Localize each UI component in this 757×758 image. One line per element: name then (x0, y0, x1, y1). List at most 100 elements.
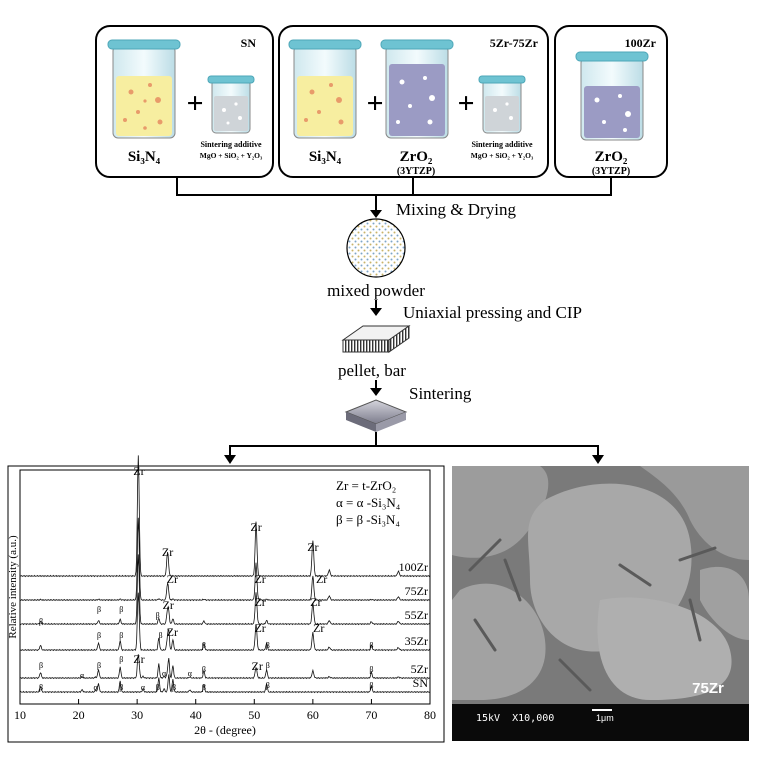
arrow-icon (370, 388, 382, 396)
panel-zr-tag: 100Zr (625, 36, 657, 50)
sem-grain (700, 566, 749, 640)
xrd-peak-label: β (97, 661, 101, 670)
xrd-peak-label: α (162, 669, 167, 678)
xrd-peak-label: Zr (254, 621, 265, 635)
panel-mid-label2-sub: (3YTZP) (397, 166, 435, 177)
xrd-plot-area (19, 469, 431, 705)
xrd-peak-label: Zr (316, 572, 327, 586)
panel-sn-main-label: Si₃N₄ (128, 149, 161, 165)
xrd-curve (19, 674, 431, 694)
xrd-peak-label: β (119, 605, 123, 614)
xrd-peak-label: β (156, 611, 160, 620)
xrd-tick-label: 70 (365, 708, 377, 722)
xrd-tick-label: 60 (307, 708, 319, 722)
xrd-peak-label: α (80, 671, 85, 680)
xrd-peak-label: Zr (313, 621, 324, 635)
additive-beaker-icon (207, 75, 255, 134)
xrd-curve (19, 455, 431, 578)
xrd-peak-label: β (202, 665, 206, 674)
xrd-curve (19, 654, 431, 680)
zro2-beaker-icon (575, 51, 649, 141)
xrd-peak-label: Zr (167, 625, 178, 639)
xrd-peak-label: Zr (163, 598, 174, 612)
panel-mid-additive-formula: MgO + SiO₂ + Y₂O₃ (471, 151, 534, 160)
xrd-peak-label: α (188, 669, 193, 678)
sem-grain (452, 583, 546, 700)
xrd-tick-label: 30 (131, 708, 143, 722)
xrd-peak-label: β (97, 605, 101, 614)
flow-connectors (176, 177, 612, 213)
plus-icon: + (186, 87, 203, 120)
xrd-peak-label: β (369, 665, 373, 674)
xrd-curves (19, 455, 431, 694)
xrd-curve-name: 75Zr (405, 584, 428, 598)
xrd-tick-label: 80 (424, 708, 436, 722)
sem-grain (597, 597, 732, 700)
sem-grain (452, 466, 549, 558)
xrd-tick-label: 20 (73, 708, 85, 722)
step-mixing: Mixing & Drying (396, 200, 516, 219)
xrd-peak-label: β (369, 681, 373, 690)
xrd-peak-label: Zr (310, 595, 321, 609)
xrd-peak-label: Zr (252, 659, 263, 673)
xrd-ticks: 10 20 30 40 50 60 70 80 (14, 699, 436, 722)
xrd-peak-label: β (202, 683, 206, 692)
xrd-tick-label: 50 (248, 708, 260, 722)
xrd-peak-label: β (266, 661, 270, 670)
panel-sn-additive-formula: MgO + SiO₂ + Y₂O₃ (200, 151, 263, 160)
panel-mid-tag: 5Zr-75Zr (490, 36, 539, 50)
xrd-legend-3: β = β -Si₃N₄ (336, 512, 400, 527)
xrd-peak-label: β (266, 641, 270, 650)
sem-grain (640, 466, 749, 560)
xrd-peak-label: β (39, 683, 43, 692)
panel-sn-additive-title: Sintering additive (200, 140, 262, 149)
plus-icon: + (457, 87, 474, 120)
arrow-icon (224, 455, 236, 464)
panel-zr-label-sub: (3YTZP) (592, 166, 630, 177)
panel-mid-label2: ZrO₂ (400, 149, 433, 165)
step-pressing: Uniaxial pressing and CIP (403, 303, 582, 322)
xrd-peak-label: Zr (133, 464, 144, 478)
xrd-peak-label: β (119, 655, 123, 664)
xrd-tick-label: 40 (190, 708, 202, 722)
xrd-peak-label: β (202, 641, 206, 650)
xrd-curve-name: SN (413, 676, 429, 690)
xrd-peak-label: β (39, 661, 43, 670)
beaker-icon (107, 39, 181, 139)
step-powder: mixed powder (327, 281, 425, 300)
xrd-peak-label: Zr (250, 520, 261, 534)
xrd-peak-label: β (97, 631, 101, 640)
split-connector (229, 432, 599, 458)
xrd-peak-label: Zr (254, 595, 265, 609)
sem-info-text: 15kV X10,000 (476, 713, 554, 724)
xrd-peak-label: β (159, 631, 163, 640)
panel-mid-label1: Si₃N₄ (309, 149, 342, 165)
panel-mid: 5Zr-75Zr + + Si₃N₄ ZrO₂ (3YTZP) (278, 25, 549, 178)
sem-rods (468, 538, 717, 692)
panel-mid-additive-title: Sintering additive (471, 140, 533, 149)
xrd-peak-label: β (39, 617, 43, 626)
panel-sn-frame (95, 25, 274, 178)
panel-sn-tag: SN (241, 36, 257, 50)
arrow-icon (592, 455, 604, 464)
xrd-curve (19, 517, 430, 602)
step-pellet: pellet, bar (338, 361, 406, 380)
xrd-curve-name: 100Zr (399, 560, 428, 574)
xrd-tick-label: 10 (14, 708, 26, 722)
xrd-ylabel: Relative intensity (a.u.) (7, 535, 19, 639)
xrd-peak-label: Zr (133, 652, 144, 666)
xrd-peak-label: β (369, 641, 373, 650)
xrd-peak-label: α (141, 683, 146, 692)
plus-icon: + (366, 87, 383, 120)
arrow-icon (370, 210, 382, 218)
beaker-icon (288, 39, 362, 139)
xrd-curve-name: 5Zr (411, 662, 428, 676)
xrd-legend-2: α = α -Si₃N₄ (336, 495, 401, 510)
xrd-legend-1: Zr = t-ZrO₂ (336, 478, 396, 493)
panel-sn: SN + Si₃N₄ Sintering additive MgO + SiO₂… (95, 25, 274, 178)
sem-image: 75Zr 15kV X10,000 1μm (452, 466, 749, 741)
xrd-frame (7, 465, 445, 743)
xrd-xlabel: 2θ - (degree) (194, 723, 256, 737)
